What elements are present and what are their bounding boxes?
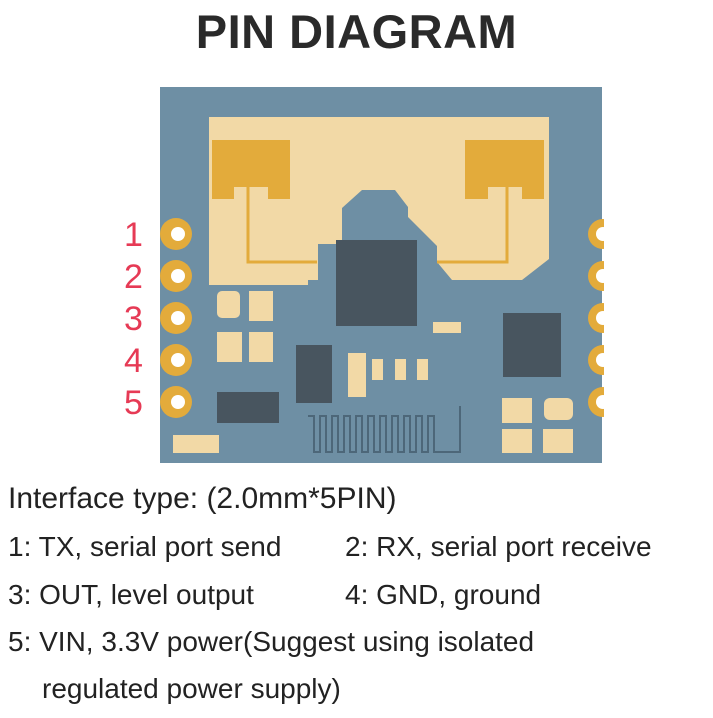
antenna-trace-left <box>246 187 317 264</box>
components <box>173 291 573 453</box>
pin-label-2: 2 <box>124 258 143 296</box>
antenna-patch-left <box>212 140 290 199</box>
meander-antenna <box>308 406 461 453</box>
left-pins <box>160 218 192 418</box>
page-title: PIN DIAGRAM <box>195 5 518 58</box>
pin-desc-1: 1: TX, serial port send <box>8 531 282 562</box>
pin-3 <box>160 302 192 334</box>
antenna-area <box>209 117 549 285</box>
pin-desc-3: 3: OUT, level output <box>8 579 254 610</box>
pin-label-5: 5 <box>124 384 143 422</box>
pin-1 <box>160 218 192 250</box>
pin-labels: 1 2 3 4 5 <box>124 216 143 422</box>
pin-desc-5: 5: VIN, 3.3V power(Suggest using isolate… <box>8 626 535 657</box>
pin-5 <box>160 386 192 418</box>
pin-4 <box>160 344 192 376</box>
right-pins <box>588 200 624 440</box>
pin-desc-2: 2: RX, serial port receive <box>345 531 652 562</box>
pin-desc-4: 4: GND, ground <box>345 579 542 610</box>
pin-label-4: 4 <box>124 342 143 380</box>
antenna-patch-right <box>465 140 544 199</box>
pin-desc-5-cont: regulated power supply) <box>42 673 341 704</box>
pin-label-1: 1 <box>124 216 143 254</box>
pin-2 <box>160 260 192 292</box>
main-chip <box>336 240 417 326</box>
pin-label-3: 3 <box>124 300 143 338</box>
interface-type: Interface type: (2.0mm*5PIN) <box>8 482 397 515</box>
antenna-trace-right <box>437 187 509 264</box>
